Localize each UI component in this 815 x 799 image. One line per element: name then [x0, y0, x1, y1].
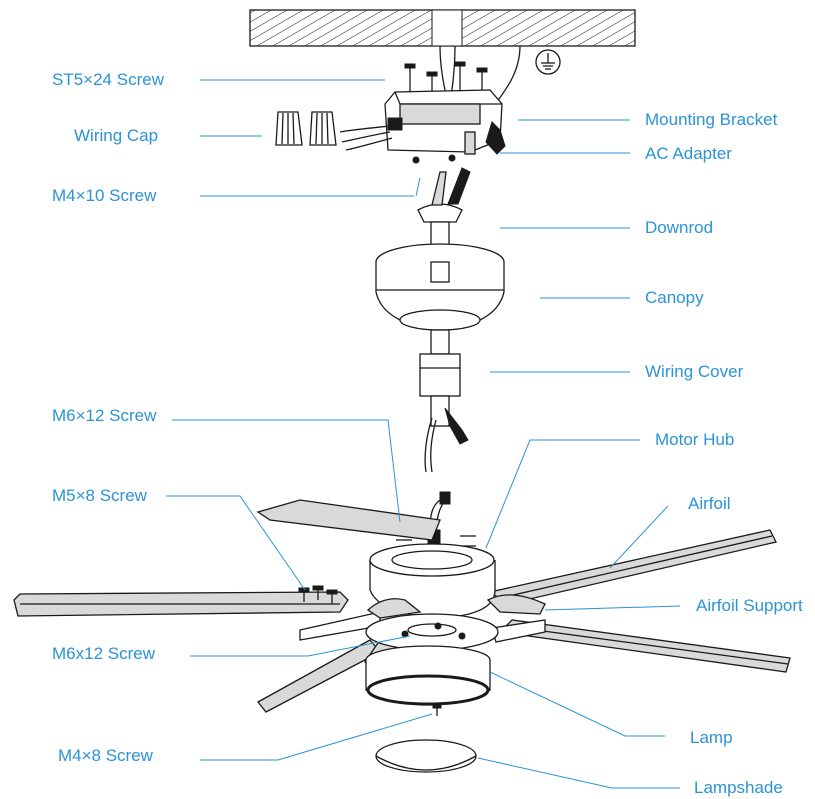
label-mounting-bracket: Mounting Bracket	[645, 110, 778, 129]
m4x8-screw-icon	[432, 703, 442, 716]
label-st5x24-screw: ST5×24 Screw	[52, 70, 164, 89]
label-lamp: Lamp	[690, 728, 733, 747]
lampshade-drawing	[375, 739, 477, 773]
label-lampshade: Lampshade	[694, 778, 783, 797]
mounting-plate	[365, 613, 499, 651]
label-airfoil: Airfoil	[688, 494, 731, 513]
label-motor-hub: Motor Hub	[655, 430, 735, 449]
ceiling	[249, 9, 636, 47]
lamp-drawing	[365, 645, 491, 706]
wiring-cap-icon	[275, 111, 337, 146]
label-wiring-cover: Wiring Cover	[645, 362, 744, 381]
wiring-cover-drawing	[419, 329, 469, 473]
leader-lines	[166, 79, 681, 789]
mounting-bracket-drawing	[384, 89, 503, 164]
ground-symbol-icon	[535, 49, 561, 75]
label-m5x8-screw: M5×8 Screw	[52, 486, 147, 505]
label-ac-adapter: AC Adapter	[645, 144, 732, 163]
label-canopy: Canopy	[645, 288, 704, 307]
label-m6x12-screw-top: M6×12 Screw	[52, 406, 157, 425]
label-m4x10-screw: M4×10 Screw	[52, 186, 157, 205]
label-m6x12-screw-bottom: M6x12 Screw	[52, 644, 155, 663]
label-m4x8-screw: M4×8 Screw	[58, 746, 153, 765]
label-airfoil-support: Airfoil Support	[696, 596, 803, 615]
ac-adapter-drawing	[485, 121, 506, 155]
label-downrod: Downrod	[645, 218, 714, 237]
canopy-drawing	[375, 243, 505, 331]
label-wiring-cap: Wiring Cap	[74, 126, 159, 145]
bracket-wires	[339, 125, 393, 151]
